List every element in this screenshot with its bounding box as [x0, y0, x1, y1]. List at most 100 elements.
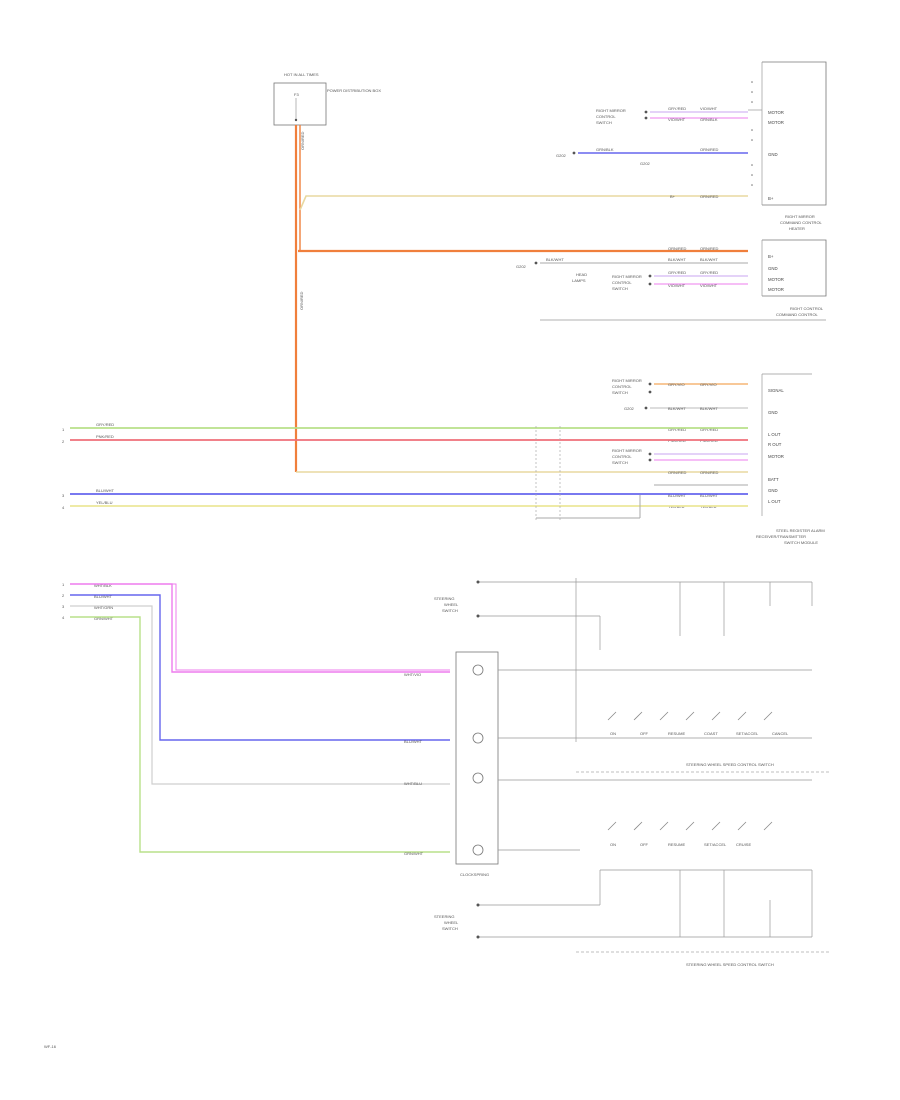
- svg-text:VIO/WHT: VIO/WHT: [668, 117, 686, 122]
- svg-text:GRN/BLK: GRN/BLK: [700, 117, 718, 122]
- svg-text:GRY/RED: GRY/RED: [700, 270, 718, 275]
- svg-text:RESUME: RESUME: [668, 842, 685, 847]
- svg-text:RIGHT MIRROR: RIGHT MIRROR: [612, 378, 642, 383]
- wire-2-label: PNK/RED: [96, 434, 114, 439]
- svg-text:COMMAND CONTROL: COMMAND CONTROL: [776, 312, 819, 317]
- svg-text:ORN/RED: ORN/RED: [700, 470, 719, 475]
- svg-text:STEERING: STEERING: [434, 914, 454, 919]
- svg-text:LAMPS: LAMPS: [572, 278, 586, 283]
- svg-text:3: 3: [62, 604, 65, 609]
- svg-text:BLK/WHT: BLK/WHT: [700, 406, 718, 411]
- svg-text:SWITCH: SWITCH: [612, 460, 628, 465]
- svg-text:GRN/WHT: GRN/WHT: [94, 616, 114, 621]
- svg-text:B+: B+: [768, 254, 774, 259]
- svg-text:4: 4: [62, 615, 65, 620]
- svg-text:SWITCH: SWITCH: [442, 608, 458, 613]
- svg-text:B+: B+: [670, 194, 676, 199]
- svg-text:1: 1: [62, 582, 65, 587]
- svg-text:SIGNAL: SIGNAL: [768, 388, 784, 393]
- wire-3-label: BLU/WHT: [96, 488, 115, 493]
- fuse-block-label: HOT IN ALL TIMES: [284, 72, 319, 77]
- svg-text:RECEIVER/TRANSMITTER: RECEIVER/TRANSMITTER: [756, 534, 806, 539]
- fuse-wire-label: ORN/RED: [300, 131, 305, 150]
- svg-text:OFF: OFF: [640, 731, 649, 736]
- fuse-side-label: POWER DISTRIBUTION BOX: [327, 88, 381, 93]
- ground-label-2: G202: [516, 264, 527, 269]
- svg-text:BLU/WHT: BLU/WHT: [94, 594, 113, 599]
- svg-text:CONTROL: CONTROL: [612, 280, 632, 285]
- svg-text:4: 4: [62, 505, 65, 510]
- switch-1-title: STEERING WHEEL SPEED CONTROL SWITCH: [686, 762, 774, 767]
- svg-text:COAST: COAST: [704, 731, 718, 736]
- svg-text:3: 3: [62, 493, 65, 498]
- svg-text:GRY/RED: GRY/RED: [668, 270, 686, 275]
- svg-text:BATT: BATT: [768, 477, 779, 482]
- svg-text:SWITCH: SWITCH: [612, 390, 628, 395]
- svg-text:GND: GND: [768, 152, 778, 157]
- clockspring-label: CLOCKSPRING: [460, 872, 489, 877]
- svg-text:CANCEL: CANCEL: [772, 731, 789, 736]
- svg-text:RIGHT MIRROR: RIGHT MIRROR: [785, 214, 815, 219]
- svg-text:GRY/RED: GRY/RED: [700, 427, 718, 432]
- svg-text:1: 1: [62, 427, 65, 432]
- svg-text:GRN/WHT: GRN/WHT: [404, 851, 424, 856]
- svg-text:RIGHT CONTROL: RIGHT CONTROL: [790, 306, 824, 311]
- svg-text:ORN/RED: ORN/RED: [700, 246, 719, 251]
- connector-right-control: G202 BLK/WHT ORN/RED ORN/RED BLK/WHT BLK…: [516, 239, 827, 321]
- svg-text:BLU/WHT: BLU/WHT: [404, 739, 423, 744]
- connector-alarm-module: RIGHT MIRROR CONTROL SWITCH G202 RIGHT M…: [612, 373, 825, 545]
- svg-text:VIO/WHT: VIO/WHT: [700, 283, 718, 288]
- svg-text:HEATER: HEATER: [789, 226, 805, 231]
- svg-text:SWITCH: SWITCH: [596, 120, 612, 125]
- power-distribution-box: HOT IN ALL TIMES POWER DISTRIBUTION BOX …: [273, 72, 381, 150]
- svg-text:MOTOR: MOTOR: [768, 277, 784, 282]
- svg-text:L OUT: L OUT: [768, 499, 781, 504]
- svg-text:VIO/WHT: VIO/WHT: [700, 106, 718, 111]
- svg-text:MOTOR: MOTOR: [768, 120, 784, 125]
- svg-text:OFF: OFF: [640, 842, 649, 847]
- lower-harness-wires: 1 2 3 4 WHT/BLK BLU/WHT WHT/GRN GRN/WHT …: [62, 582, 450, 856]
- svg-text:SWITCH: SWITCH: [442, 926, 458, 931]
- svg-text:MOTOR: MOTOR: [768, 110, 784, 115]
- svg-text:SET/ACCEL: SET/ACCEL: [704, 842, 727, 847]
- svg-text:2: 2: [62, 439, 65, 444]
- svg-text:CRUISE: CRUISE: [736, 842, 751, 847]
- svg-text:WHT/BLU: WHT/BLU: [404, 781, 422, 786]
- svg-text:R OUT: R OUT: [768, 442, 782, 447]
- speed-control-switch-1: STEERING WHEEL SWITCH ON OFF RESUME COAS…: [434, 578, 830, 773]
- svg-text:BLK/WHT: BLK/WHT: [668, 406, 686, 411]
- connector-right-mirror: RIGHT MIRROR CONTROL SWITCH GRY/RED VIO/…: [556, 61, 827, 231]
- svg-text:STEEL REGISTER ALARM: STEEL REGISTER ALARM: [776, 528, 825, 533]
- svg-text:GRY/RED: GRY/RED: [668, 106, 686, 111]
- svg-text:WHEEL: WHEEL: [444, 920, 459, 925]
- svg-text:WHEEL: WHEEL: [444, 602, 459, 607]
- svg-text:BLU/WHT: BLU/WHT: [700, 493, 719, 498]
- svg-text:MOTOR: MOTOR: [768, 287, 784, 292]
- svg-text:ORN/RED: ORN/RED: [668, 246, 687, 251]
- fuse-id-label: F3: [294, 92, 299, 97]
- wire-4-label: YEL/BLU: [96, 500, 113, 505]
- svg-text:GRY/VIO: GRY/VIO: [700, 382, 717, 387]
- svg-text:ORN/RED: ORN/RED: [700, 147, 719, 152]
- svg-text:SET/ACCEL: SET/ACCEL: [736, 731, 759, 736]
- svg-text:GRY/VIO: GRY/VIO: [668, 382, 685, 387]
- switch-2-title: STEERING WHEEL SPEED CONTROL SWITCH: [686, 962, 774, 967]
- svg-text:BLK/WHT: BLK/WHT: [668, 257, 686, 262]
- svg-text:SWITCH MODULE: SWITCH MODULE: [784, 540, 818, 545]
- svg-text:ON: ON: [610, 842, 616, 847]
- svg-text:STEERING: STEERING: [434, 596, 454, 601]
- svg-text:SWITCH: SWITCH: [612, 286, 628, 291]
- ground-label-1: G202: [556, 153, 567, 158]
- svg-text:HEAD: HEAD: [576, 272, 587, 277]
- svg-text:COMMAND CONTROL: COMMAND CONTROL: [780, 220, 823, 225]
- svg-text:CONTROL: CONTROL: [596, 114, 616, 119]
- diagram-code: WF-16: [44, 1044, 57, 1049]
- svg-text:RIGHT MIRROR: RIGHT MIRROR: [612, 274, 642, 279]
- svg-text:GRY/RED: GRY/RED: [668, 427, 686, 432]
- speed-control-switch-2: ON OFF RESUME SET/ACCEL CRUISE STEERING …: [434, 821, 830, 967]
- svg-text:ON: ON: [610, 731, 616, 736]
- svg-text:MOTOR: MOTOR: [768, 454, 784, 459]
- svg-text:WHT/BLK: WHT/BLK: [94, 583, 112, 588]
- clockspring: CLOCKSPRING: [455, 651, 812, 877]
